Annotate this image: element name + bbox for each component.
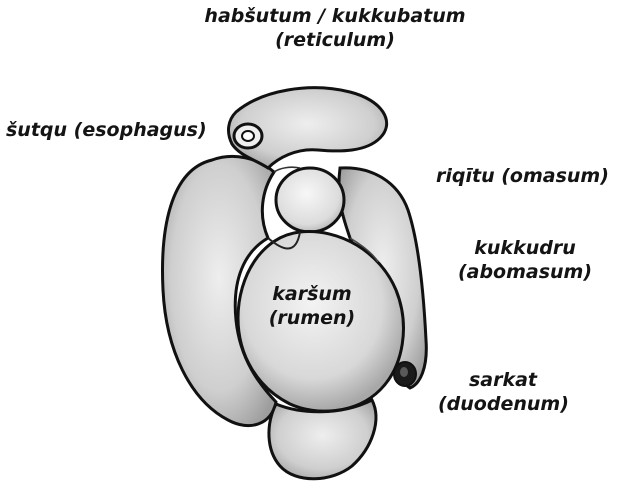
label-reticulum: habšutum / kukkubatum (reticulum) bbox=[190, 4, 480, 52]
label-duodenum-line2: (duodenum) bbox=[438, 392, 568, 416]
label-rumen-line1: karšum bbox=[252, 282, 372, 306]
label-abomasum-line2: (abomasum) bbox=[450, 260, 600, 284]
label-omasum: riqītu (omasum) bbox=[436, 164, 609, 188]
duodenum-opening-icon bbox=[394, 362, 416, 386]
label-reticulum-line1: habšutum / kukkubatum bbox=[190, 4, 480, 28]
rumen-ventral-sac bbox=[269, 400, 376, 479]
label-duodenum-line1: sarkat bbox=[438, 368, 568, 392]
label-esophagus: šutqu (esophagus) bbox=[6, 118, 207, 142]
label-abomasum: kukkudru (abomasum) bbox=[450, 236, 600, 284]
label-omasum-line1: riqītu (omasum) bbox=[436, 164, 609, 188]
label-rumen: karšum (rumen) bbox=[252, 282, 372, 330]
label-esophagus-line1: šutqu (esophagus) bbox=[6, 118, 207, 142]
label-rumen-line2: (rumen) bbox=[252, 306, 372, 330]
esophagus-opening-icon bbox=[234, 124, 262, 148]
omasum-ball bbox=[276, 168, 344, 232]
label-reticulum-line2: (reticulum) bbox=[190, 28, 480, 52]
label-duodenum: sarkat (duodenum) bbox=[438, 368, 568, 416]
label-abomasum-line1: kukkudru bbox=[450, 236, 600, 260]
